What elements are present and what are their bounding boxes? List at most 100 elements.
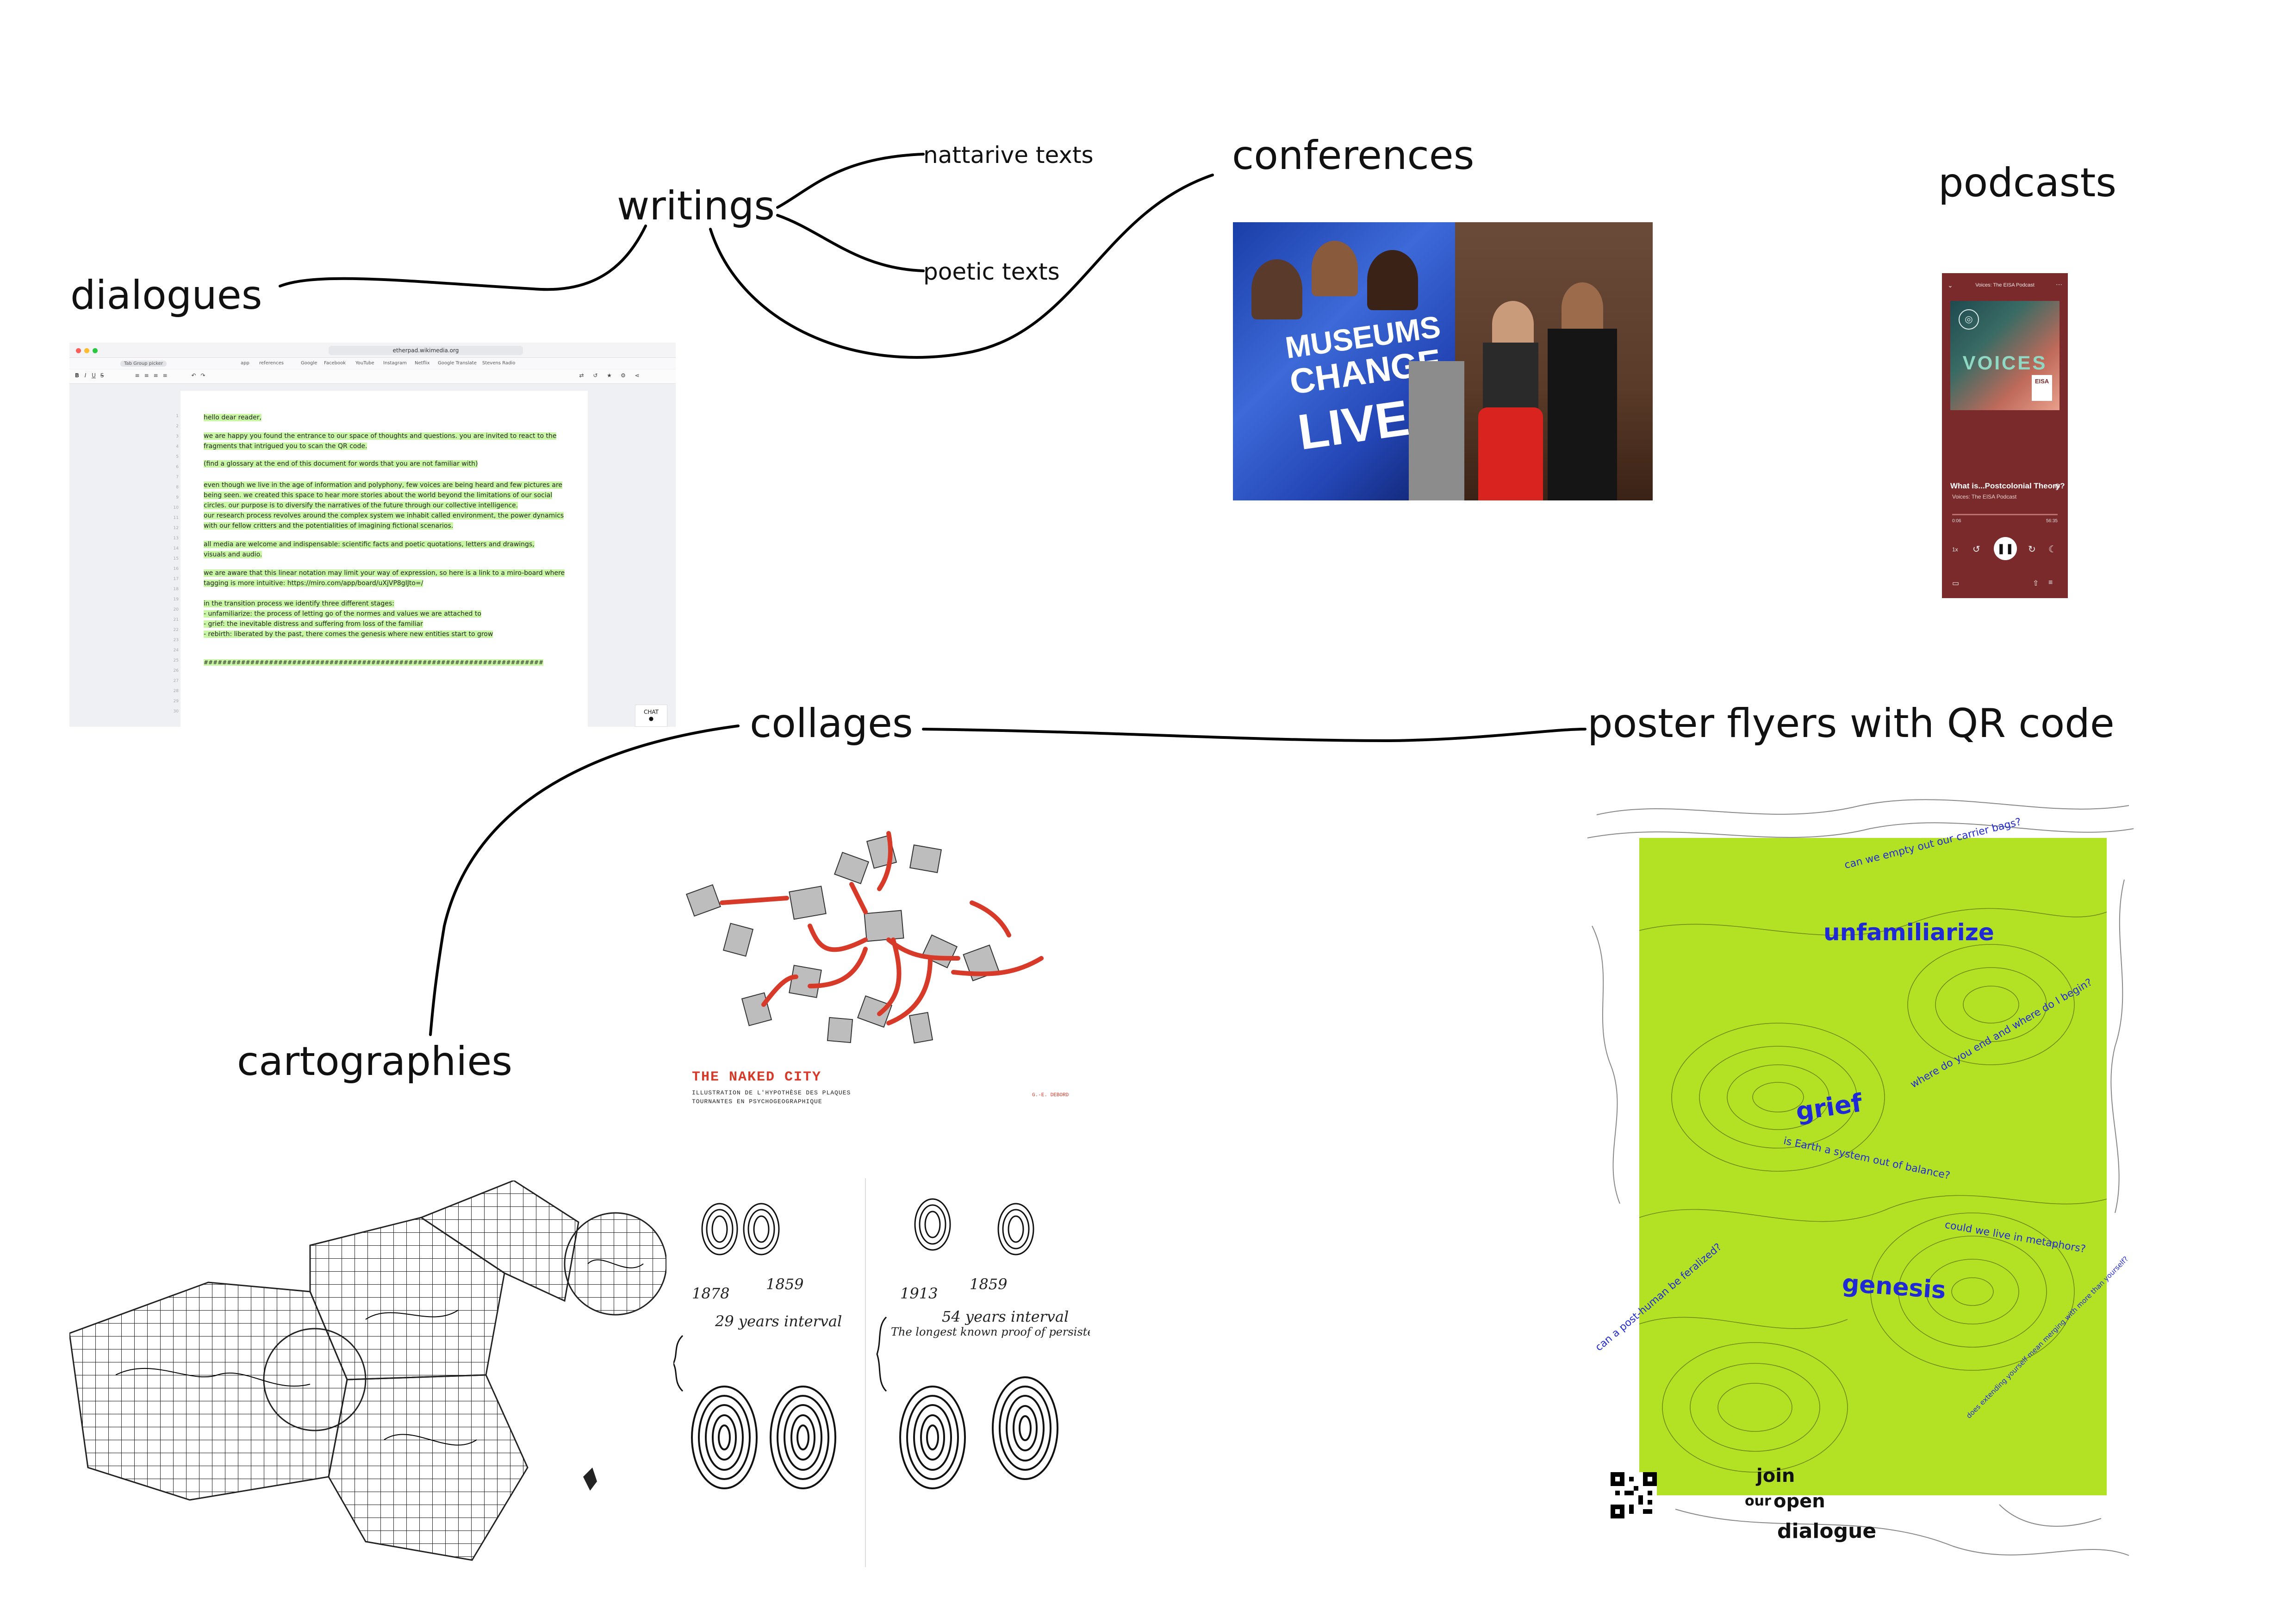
italic-icon: I xyxy=(84,372,87,379)
fingerprint-year: 1913 xyxy=(900,1285,938,1302)
chevron-down-icon[interactable]: ⌄ xyxy=(1948,281,1953,289)
speaker-head xyxy=(1492,301,1534,347)
list-icon: ≡ xyxy=(135,372,140,379)
speed-button[interactable]: 1x xyxy=(1952,546,1958,553)
chat-label: CHAT xyxy=(643,709,659,715)
node-writings: writings xyxy=(617,183,775,229)
node-collages: collages xyxy=(750,700,913,747)
pad-line: all media are welcome and indispensable:… xyxy=(204,541,535,548)
pad-line: we are happy you found the entrance to o… xyxy=(204,432,557,440)
node-poetic-texts: poetic texts xyxy=(923,258,1060,285)
line-number: 29 xyxy=(173,699,179,704)
node-cartographies: cartographies xyxy=(237,1038,513,1085)
poster-dialogue: dialogue xyxy=(1777,1519,1877,1543)
close-dot xyxy=(76,348,81,353)
fingerprint-year: 1859 xyxy=(970,1275,1008,1293)
line-number: 24 xyxy=(173,648,179,653)
progress-bar[interactable] xyxy=(1952,514,2058,515)
browser-titlebar: etherpad.wikimedia.org xyxy=(69,343,676,358)
fingerprint-note: The longest known proof of persistence xyxy=(891,1325,1090,1338)
pad-line: visuals and audio. xyxy=(204,551,262,558)
node-dialogues: dialogues xyxy=(70,272,262,319)
line-number: 16 xyxy=(173,567,179,571)
bookmark-item: Instagram xyxy=(383,361,407,366)
podcast-icon: ◎ xyxy=(1959,309,1979,330)
eisa-badge: EISA xyxy=(2032,375,2052,401)
pad-line: (find a glossary at the end of this docu… xyxy=(204,460,478,468)
conference-photo: MUSEUMS CHANGE LIVES xyxy=(1233,222,1653,500)
projected-face xyxy=(1367,250,1418,310)
bookmark-item: Netflix xyxy=(415,361,430,366)
redo-icon: ↷ xyxy=(200,372,205,379)
qr-code[interactable] xyxy=(1611,1472,1657,1518)
line-number: 8 xyxy=(176,485,179,490)
line-number: 1 xyxy=(176,414,179,418)
forward-icon[interactable]: ↻ xyxy=(2028,544,2036,555)
line-number: 21 xyxy=(173,618,179,622)
etherpad-screenshot: etherpad.wikimedia.org Tab Group picker … xyxy=(69,343,676,727)
bookmark-item: YouTube xyxy=(355,361,374,366)
rewind-icon[interactable]: ↺ xyxy=(1972,544,1980,555)
time-total: 56:35 xyxy=(2046,518,2058,524)
projected-face xyxy=(1312,241,1358,296)
speaker-top xyxy=(1483,343,1538,412)
poster-contours xyxy=(1639,908,2107,1473)
link-writings-poetic xyxy=(776,214,925,272)
devices-icon[interactable]: ▭ xyxy=(1952,580,1960,587)
queue-icon[interactable]: ≡ xyxy=(2048,579,2053,587)
link-dialogues-writings xyxy=(279,225,647,291)
line-number: 4 xyxy=(176,444,179,449)
pad-line: even though we live in the age of inform… xyxy=(204,481,563,489)
line-number: 27 xyxy=(173,679,179,683)
star-icon: ★ xyxy=(607,372,612,379)
line-number: 9 xyxy=(176,495,179,500)
line-number: 25 xyxy=(173,658,179,663)
podcast-header: Voices: The EISA Podcast xyxy=(1975,282,2035,288)
add-icon[interactable]: ⊕ xyxy=(2054,482,2060,490)
collage-subtitle: TOURNANTES EN PSYCHOGEOGRAPHIQUE xyxy=(692,1098,822,1105)
indent-icon: ≡ xyxy=(153,372,158,379)
pause-button[interactable]: ❚❚ xyxy=(1994,537,2017,560)
contour-lines xyxy=(1587,799,2134,1556)
episode-title: What is...Postcolonial Theory? xyxy=(1950,481,2065,490)
pad-line: ########################################… xyxy=(204,659,543,666)
naked-city-collage: THE NAKED CITY ILLUSTRATION DE L'HYPOTHÈ… xyxy=(671,819,1078,1116)
collage-subtitle: ILLUSTRATION DE L'HYPOTHÈSE DES PLAQUES xyxy=(692,1089,851,1096)
line-number: 19 xyxy=(173,597,179,602)
projected-face xyxy=(1251,259,1302,319)
line-number: 12 xyxy=(173,526,179,531)
link-collages-cartographies xyxy=(429,725,740,1036)
link-writings-nattarive xyxy=(776,153,925,209)
line-number: 17 xyxy=(173,577,179,581)
tab-group-label: Tab Group picker xyxy=(120,361,167,367)
line-number: 6 xyxy=(176,465,179,469)
poster-join: join xyxy=(1756,1465,1795,1487)
share-icon[interactable]: ⇧ xyxy=(2033,580,2039,587)
line-number: 23 xyxy=(173,638,179,643)
link-writings-conferences xyxy=(709,174,1214,359)
sleep-timer-icon[interactable]: ☾ xyxy=(2048,544,2057,555)
line-number: 28 xyxy=(173,689,179,693)
chat-icon: ● xyxy=(648,715,654,722)
fingerprint-year: 1859 xyxy=(766,1275,804,1293)
strikethrough-icon: S xyxy=(100,372,104,379)
line-number: 26 xyxy=(173,668,179,673)
show-name: Voices: The EISA Podcast xyxy=(1952,493,2017,500)
fingerprint-caption: 54 years interval xyxy=(942,1308,1069,1325)
speaker-head xyxy=(1562,282,1603,333)
chat-button[interactable]: CHAT ● xyxy=(635,705,667,727)
more-icon[interactable]: ⋯ xyxy=(2056,281,2062,288)
share-icon: ⋖ xyxy=(635,372,640,379)
poster-open: open xyxy=(1773,1491,1825,1512)
line-number: 20 xyxy=(173,607,179,612)
podium xyxy=(1409,361,1464,500)
pad-line: our research process revolves around the… xyxy=(204,512,564,519)
bookmark-item: references xyxy=(259,361,284,366)
podcast-player-screenshot: ⌄ Voices: The EISA Podcast ⋯ ◎ VOICES EI… xyxy=(1942,273,2068,598)
bookmark-item: Google xyxy=(301,361,317,366)
fingerprint-drawings xyxy=(673,1178,1058,1567)
ordered-list-icon: ≡ xyxy=(144,372,149,379)
history-icon: ↺ xyxy=(593,372,598,379)
bookmark-item: Facebook xyxy=(324,361,346,366)
pad-line: - grief: the inevitable distress and suf… xyxy=(204,620,423,628)
